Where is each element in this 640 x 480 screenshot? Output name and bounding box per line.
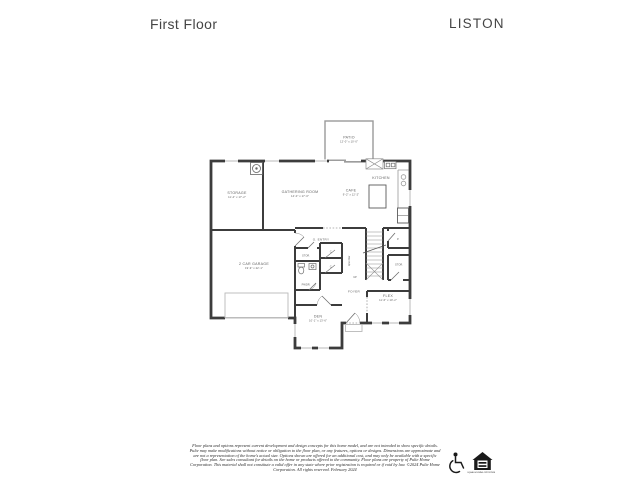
front-stoop xyxy=(345,324,363,332)
floor-plan: PATIO 12'-0" x 10'-0" STORAGE 11'-4" x 1… xyxy=(205,65,415,365)
room-label-pantry: P. xyxy=(397,237,399,241)
patio-slider-door xyxy=(329,159,361,163)
equal-housing-label: EQUAL HOUSING OPPORTUNITY xyxy=(468,471,495,474)
doors xyxy=(294,232,400,324)
svg-text:11'-6" x 10'-2": 11'-6" x 10'-2" xyxy=(379,298,397,302)
page-title: First Floor xyxy=(150,16,218,32)
room-label-gathering-room: GATHERING ROOM 14'-0" x 17'-0" xyxy=(282,190,319,198)
stairs-open-rail-label: Open Rail xyxy=(349,255,351,266)
plan-name-title: LISTON xyxy=(449,16,505,31)
room-label-stor-left: STOR. xyxy=(302,254,310,258)
svg-text:STOR.: STOR. xyxy=(302,254,310,258)
kitchen-window-box xyxy=(365,158,384,170)
svg-text:9'-2" x 12'-2": 9'-2" x 12'-2" xyxy=(343,193,359,197)
svg-text:P.: P. xyxy=(397,237,399,241)
room-label-garage: 2 CAR GARAGE 19'-9" x 22'-1" xyxy=(239,262,269,270)
svg-text:2 CAR GARAGE: 2 CAR GARAGE xyxy=(239,262,269,266)
room-label-kitchen: KITCHEN xyxy=(372,176,390,180)
room-label-den: DEN 10'-1" x 13'-6" xyxy=(309,315,327,323)
svg-text:11'-4" x 17'-2": 11'-4" x 17'-2" xyxy=(228,195,246,199)
refrigerator xyxy=(397,207,409,224)
interior-walls xyxy=(211,161,410,323)
svg-text:STOR.: STOR. xyxy=(395,263,403,267)
room-label-garage-entry: G. ENTRY xyxy=(313,238,330,242)
svg-text:12'-0" x 10'-0": 12'-0" x 10'-0" xyxy=(340,140,358,144)
cooktop xyxy=(384,161,397,170)
svg-text:PATIO: PATIO xyxy=(343,136,355,140)
svg-text:FLEX: FLEX xyxy=(383,294,393,298)
room-label-closet-2: C. xyxy=(330,265,333,269)
svg-text:C.: C. xyxy=(330,250,333,254)
room-label-stor-right: STOR. xyxy=(395,263,403,267)
room-label-cafe: CAFE 9'-2" x 12'-2" xyxy=(343,189,359,197)
garage-door xyxy=(224,292,289,319)
svg-text:DEN: DEN xyxy=(314,315,322,319)
svg-text:KITCHEN: KITCHEN xyxy=(372,176,390,180)
svg-text:19'-9" x 22'-1": 19'-9" x 22'-1" xyxy=(245,266,263,270)
disclaimer-text: Floor plans and options represent curren… xyxy=(189,443,441,472)
room-label-patio: PATIO 12'-0" x 10'-0" xyxy=(340,136,358,144)
svg-text:14'-0" x 17'-0": 14'-0" x 17'-0" xyxy=(291,194,309,198)
room-label-flex: FLEX 11'-6" x 10'-2" xyxy=(379,294,397,302)
room-label-storage: STORAGE 11'-4" x 17'-2" xyxy=(227,191,247,199)
svg-text:UP: UP xyxy=(353,275,357,279)
stairs xyxy=(362,231,387,281)
kitchen-counter xyxy=(397,169,409,208)
room-label-closet-1: C. xyxy=(330,250,333,254)
powder-fixtures xyxy=(297,263,317,275)
svg-text:10'-1" x 13'-6": 10'-1" x 13'-6" xyxy=(309,319,327,323)
equal-housing-icon: EQUAL HOUSING OPPORTUNITY xyxy=(468,452,498,474)
svg-text:FOYER: FOYER xyxy=(348,290,360,294)
svg-text:G. ENTRY: G. ENTRY xyxy=(313,238,330,242)
svg-text:CAFE: CAFE xyxy=(346,189,357,193)
room-label-powder: PWDR. xyxy=(302,283,311,287)
room-label-foyer: FOYER xyxy=(348,290,360,294)
svg-text:C.: C. xyxy=(330,265,333,269)
stairs-up-label: UP xyxy=(353,275,357,279)
water-heater xyxy=(250,162,263,175)
svg-text:Open Rail: Open Rail xyxy=(349,255,351,266)
kitchen-island xyxy=(368,184,387,209)
accessibility-icon xyxy=(449,452,465,474)
cased-openings xyxy=(323,227,368,324)
svg-text:PWDR.: PWDR. xyxy=(302,283,311,287)
svg-text:GATHERING ROOM: GATHERING ROOM xyxy=(282,190,319,194)
svg-text:STORAGE: STORAGE xyxy=(227,191,247,195)
